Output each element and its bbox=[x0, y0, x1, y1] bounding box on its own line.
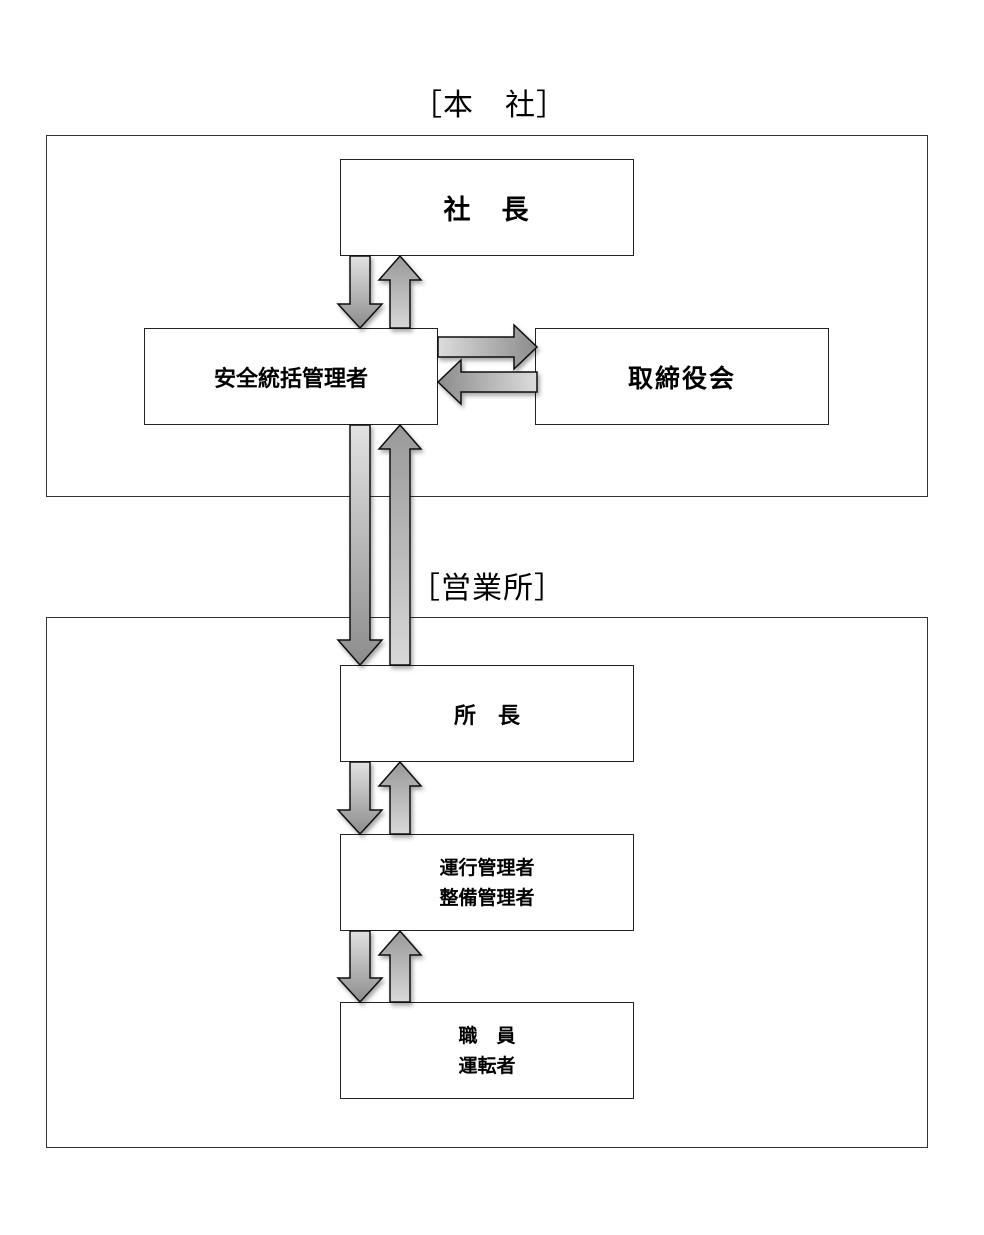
managers-box: 運行管理者 整備管理者 bbox=[340, 834, 634, 931]
office-heading: ［営業所］ bbox=[410, 571, 565, 606]
arrow-down-icon bbox=[336, 255, 384, 330]
operations-manager-label: 運行管理者 bbox=[439, 856, 535, 879]
safety-manager-label: 安全統括管理者 bbox=[213, 366, 368, 392]
president-label: 社 長 bbox=[443, 195, 531, 226]
maintenance-manager-label: 整備管理者 bbox=[439, 886, 535, 909]
board-box: 取締役会 bbox=[535, 328, 829, 425]
staff-box: 職 員 運転者 bbox=[340, 1002, 634, 1099]
arrow-down-icon bbox=[336, 761, 384, 836]
office-chief-label: 所 長 bbox=[453, 703, 520, 729]
arrow-up-long-icon bbox=[377, 423, 423, 666]
arrow-up-icon bbox=[377, 929, 423, 1003]
board-label: 取締役会 bbox=[627, 363, 736, 393]
arrow-up-icon bbox=[377, 760, 423, 835]
arrow-right-icon bbox=[437, 323, 539, 371]
headquarters-heading: ［本 社］ bbox=[412, 88, 567, 123]
arrow-down-long-icon bbox=[336, 424, 384, 667]
safety-manager-box: 安全統括管理者 bbox=[144, 328, 438, 425]
office-chief-box: 所 長 bbox=[340, 665, 634, 762]
president-box: 社 長 bbox=[340, 159, 634, 256]
arrow-left-icon bbox=[436, 358, 538, 406]
driver-label: 運転者 bbox=[458, 1054, 516, 1077]
arrow-up-icon bbox=[377, 254, 423, 329]
arrow-down-icon bbox=[336, 930, 384, 1004]
staff-label: 職 員 bbox=[458, 1024, 516, 1047]
